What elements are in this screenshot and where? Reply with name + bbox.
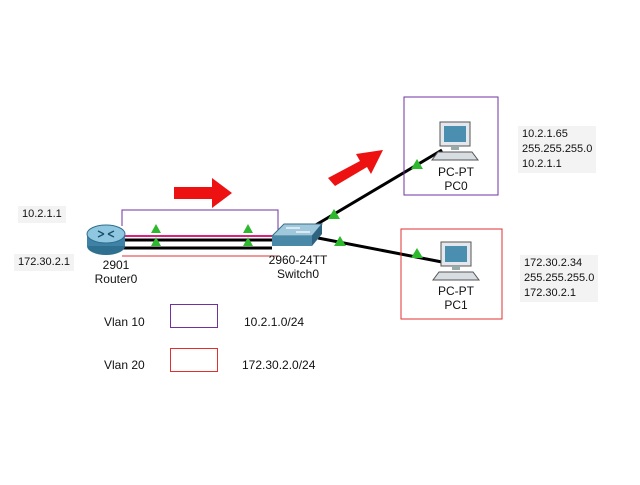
router-ip-vlan10: 10.2.1.1 (18, 206, 66, 223)
port-up-icon (411, 159, 423, 169)
pc1-mask: 255.255.255.0 (524, 272, 595, 284)
pc1-ip-config: 172.30.2.34 255.255.255.0 172.30.2.1 (520, 255, 599, 302)
port-up-icon (334, 236, 346, 246)
port-up-icon (243, 237, 253, 246)
port-up-icon (243, 224, 253, 233)
pc0-name-label: PC0 (444, 179, 468, 193)
vlan10-trunk-outline (121, 209, 279, 230)
pc0-computer-icon[interactable] (431, 121, 479, 161)
red-arrow-icon (328, 150, 383, 186)
switch-model-label: 2960-24TT (268, 253, 328, 267)
port-up-icon (151, 237, 161, 246)
port-status-group (151, 159, 423, 258)
router-name-label: Router0 (94, 272, 138, 286)
pc1-ip: 172.30.2.34 (524, 257, 583, 269)
legend-vlan10-label: Vlan 10 (104, 315, 145, 329)
legend-vlan10-swatch (170, 304, 218, 328)
pc0-ip: 10.2.1.65 (522, 128, 568, 140)
pc0-mask: 255.255.255.0 (522, 143, 593, 155)
pc1-type-label: PC-PT (438, 284, 474, 298)
pc1-vlan20-frame (400, 228, 503, 320)
red-arrow-icon (174, 178, 232, 208)
pc1-computer-icon[interactable] (432, 241, 480, 281)
pc0-gateway: 10.2.1.1 (522, 158, 562, 170)
pc1-gateway: 172.30.2.1 (524, 287, 576, 299)
port-up-icon (328, 209, 340, 219)
port-up-icon (411, 248, 423, 258)
pc1-name-label: PC1 (444, 298, 468, 312)
switch-icon[interactable] (270, 223, 324, 246)
legend-vlan10-network: 10.2.1.0/24 (244, 315, 305, 329)
pc0-type-label: PC-PT (438, 165, 474, 179)
pc0-vlan10-frame (403, 96, 499, 196)
legend-vlan20-swatch (170, 348, 218, 372)
legend-vlan20-network: 172.30.2.0/24 (242, 358, 316, 372)
pc0-ip-config: 10.2.1.65 255.255.255.0 10.2.1.1 (518, 126, 597, 173)
router-icon[interactable] (86, 224, 126, 255)
router-model-label: 2901 (102, 258, 130, 272)
legend-vlan20-label: Vlan 20 (104, 358, 145, 372)
router-ip-vlan20: 172.30.2.1 (14, 254, 74, 271)
switch-name-label: Switch0 (276, 267, 320, 281)
port-up-icon (151, 224, 161, 233)
